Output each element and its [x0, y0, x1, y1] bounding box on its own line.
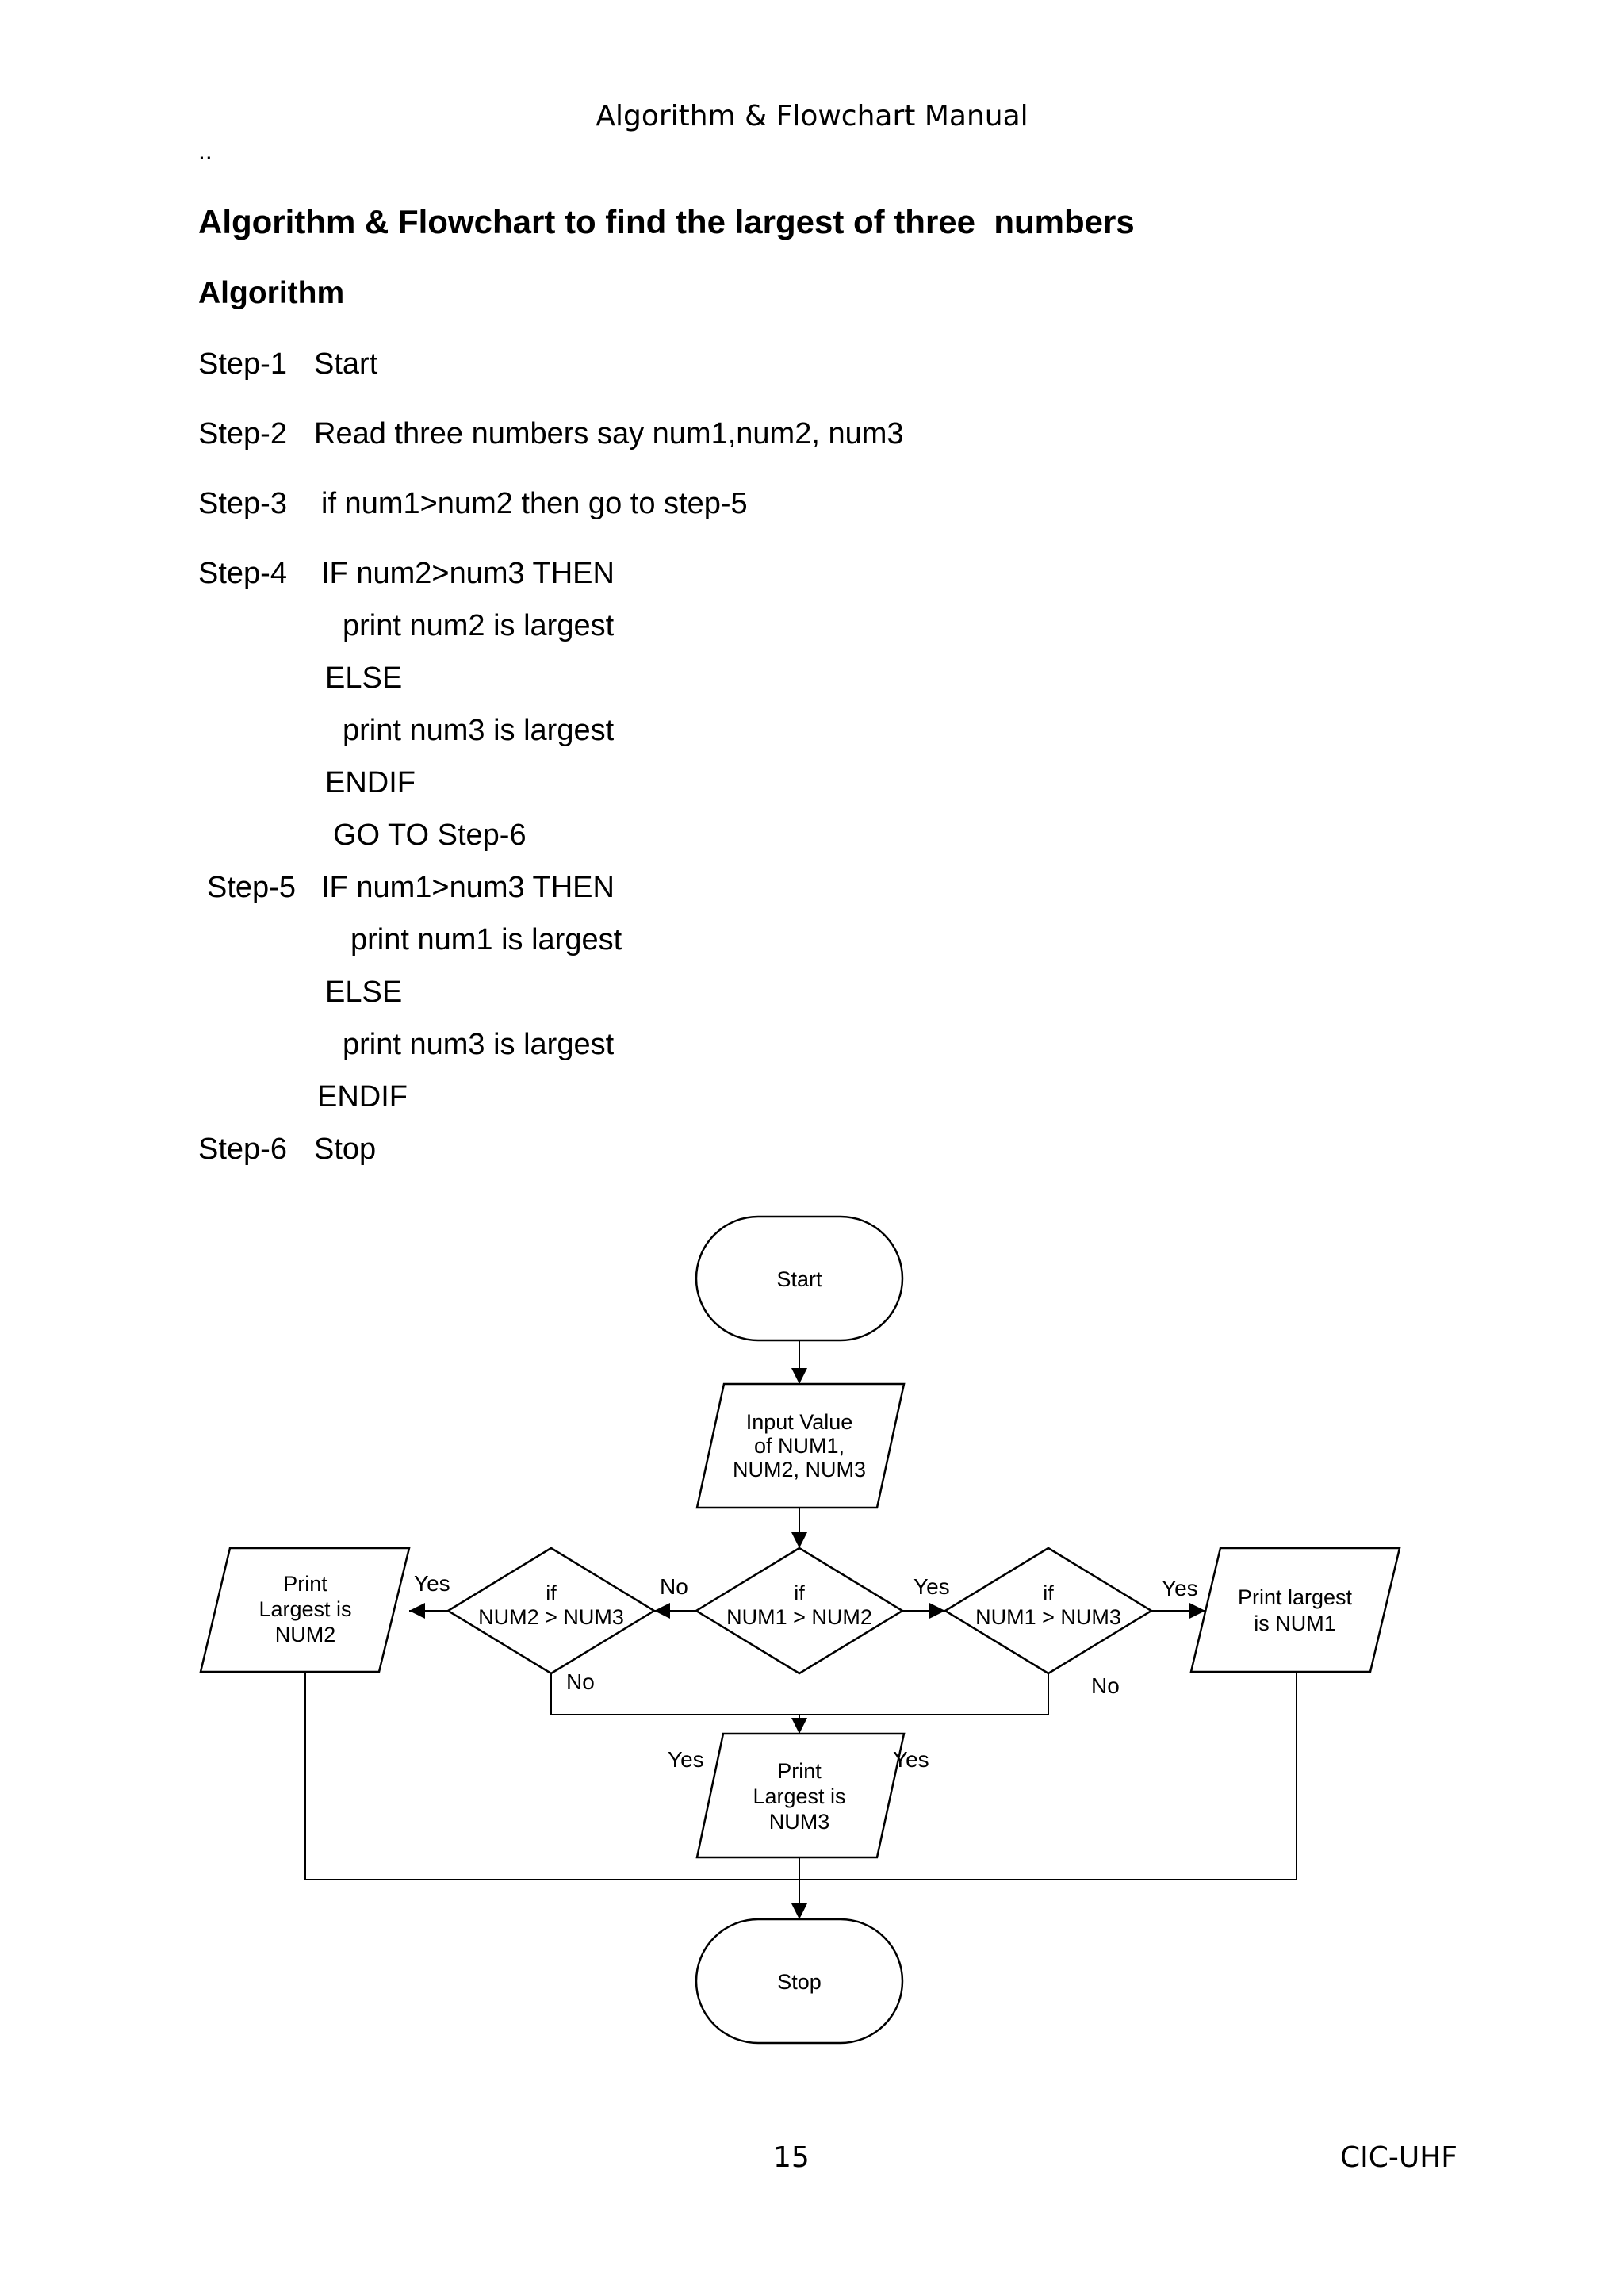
step-text: if num1>num2 then go to step-5: [321, 487, 748, 520]
footer-organization: CIC-UHF: [1340, 2141, 1458, 2174]
step-text: ELSE: [325, 661, 403, 695]
start-label: Start: [776, 1267, 822, 1291]
connector-num2-stop: [304, 1672, 1297, 1880]
edge-label-yes-num3-left: Yes: [668, 1747, 704, 1772]
step-label: Step-5: [207, 871, 296, 904]
step-label: Step-6: [198, 1133, 287, 1166]
step-text: print num3 is largest: [343, 714, 615, 747]
edge-label-no-center: No: [660, 1574, 688, 1599]
print-num3-line3: NUM3: [769, 1810, 830, 1834]
connector-left-no: [550, 1673, 1049, 1715]
step-label: Step-1: [198, 347, 287, 381]
input-parallelogram: [695, 1382, 906, 1509]
print-num1-parallelogram: [1189, 1547, 1401, 1673]
decision-center-line1: if: [794, 1581, 805, 1605]
print-num2-parallelogram: [199, 1547, 411, 1673]
edge-label-yes-right: Yes: [1162, 1576, 1198, 1600]
print-num2-line2: Largest is: [259, 1597, 351, 1621]
step-label: Step-3: [198, 487, 287, 520]
step-text: Start: [314, 347, 378, 381]
decision-right-line2: NUM1 > NUM3: [975, 1605, 1121, 1629]
print-num1-line1: Print largest: [1238, 1585, 1353, 1609]
ellipsis-marks: ..: [198, 136, 213, 165]
decision-left-line1: if: [546, 1581, 557, 1605]
input-label-line1: Input Value: [746, 1410, 853, 1434]
page-title: Algorithm & Flowchart to find the larges…: [198, 203, 1135, 240]
edge-label-no-right: No: [1091, 1673, 1120, 1698]
step-text: IF num1>num3 THEN: [321, 871, 615, 904]
step-text: print num1 is largest: [350, 923, 622, 956]
step-text: Stop: [314, 1133, 377, 1166]
step-text: ENDIF: [317, 1080, 408, 1114]
decision-left-line2: NUM2 > NUM3: [478, 1605, 624, 1629]
edge-label-yes-center: Yes: [914, 1574, 950, 1599]
step-text: ELSE: [325, 976, 403, 1009]
running-header: Algorithm & Flowchart Manual: [596, 100, 1028, 132]
print-num3-parallelogram: [695, 1732, 906, 1859]
page-number: 15: [773, 2141, 810, 2174]
step-text: GO TO Step-6: [333, 818, 527, 852]
decision-center-diamond: [694, 1547, 905, 1675]
print-num2-line1: Print: [283, 1572, 327, 1596]
step-text: print num2 is largest: [343, 609, 615, 642]
print-num3-line1: Print: [777, 1759, 822, 1783]
step-text: ENDIF: [325, 766, 416, 799]
print-num1-line2: is NUM1: [1254, 1612, 1336, 1635]
stop-label: Stop: [777, 1970, 822, 1994]
step-text: Read three numbers say num1,num2, num3: [314, 417, 904, 450]
section-heading: Algorithm: [198, 276, 345, 310]
step-label: Step-2: [198, 417, 287, 450]
edge-label-yes-num3-right: Yes: [893, 1747, 929, 1772]
edge-label-yes-left: Yes: [414, 1571, 450, 1596]
input-label-line2: of NUM1,: [754, 1434, 845, 1458]
input-label-line3: NUM2, NUM3: [733, 1458, 866, 1481]
step-text: IF num2>num3 THEN: [321, 557, 615, 590]
decision-right-line1: if: [1043, 1581, 1054, 1605]
decision-center-line2: NUM1 > NUM2: [726, 1605, 872, 1629]
print-num3-line2: Largest is: [753, 1784, 845, 1808]
step-text: print num3 is largest: [343, 1028, 615, 1061]
edge-label-no-left: No: [566, 1669, 595, 1694]
step-label: Step-4: [198, 557, 287, 590]
print-num2-line3: NUM2: [275, 1623, 336, 1646]
